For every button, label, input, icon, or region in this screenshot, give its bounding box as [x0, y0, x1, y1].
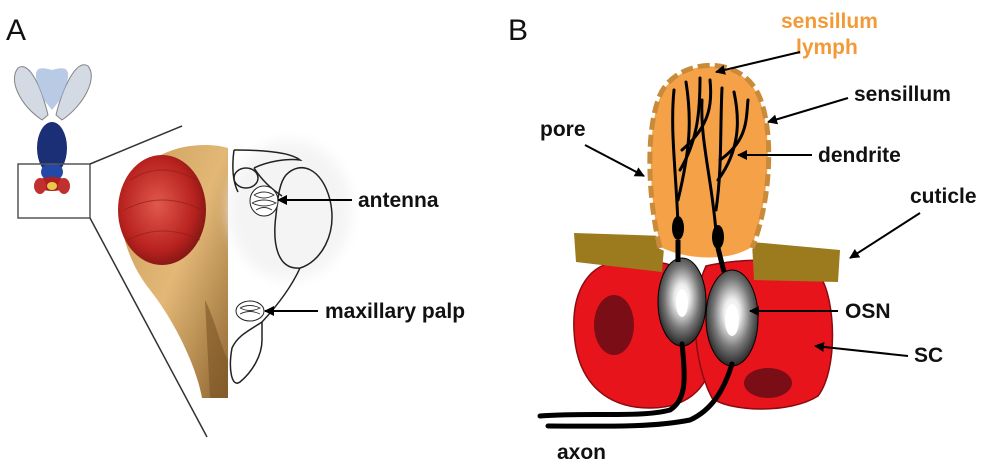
cuticle-right [752, 242, 840, 282]
cuticle-arrow [849, 212, 921, 259]
osn-nucleus-left [676, 289, 688, 317]
zoom-box [17, 163, 91, 219]
compound-eye [118, 155, 206, 265]
dendrite-swelling-right [712, 225, 724, 249]
fly-illustration [13, 64, 92, 194]
dendrites [671, 76, 750, 234]
antenna-label: antenna [358, 189, 439, 212]
osn-nucleus-right [725, 304, 739, 336]
cuticle-left [574, 233, 665, 272]
head-outline-drawing [228, 140, 352, 384]
panel-a: A [6, 14, 465, 438]
support-cell-nucleus-right [744, 368, 792, 398]
cuticle-label: cuticle [910, 185, 977, 208]
dendrite-label: dendrite [818, 144, 901, 167]
fly-head-photo [118, 144, 228, 398]
sensillum-wall [647, 62, 772, 249]
sensillum-lymph-arrow [715, 51, 801, 75]
maxillary-palp-structure [235, 300, 265, 322]
sc-arrow [814, 341, 909, 357]
sensillum-lymph-label-line2: lymph [796, 36, 858, 59]
panel-a-letter: A [6, 14, 26, 47]
axons [537, 341, 735, 429]
panel-b-letter: B [508, 14, 528, 47]
osn-label: OSN [845, 300, 891, 323]
axon-label: axon [557, 441, 606, 464]
osn-neck-right [715, 247, 727, 273]
antenna-structure [249, 185, 279, 217]
sensillum-arrow [767, 97, 849, 125]
sensillum-lymph-label-line1: sensillum [781, 10, 878, 33]
pore-arrow [584, 144, 645, 177]
sc-label: SC [914, 344, 943, 367]
pore-label: pore [540, 118, 586, 141]
zoom-line-bottom [89, 217, 208, 438]
sensillum-label: sensillum [854, 83, 951, 106]
panel-b: B [508, 10, 977, 464]
maxillary-palp-label: maxillary palp [325, 300, 465, 323]
support-cell-nucleus-left [594, 295, 634, 355]
dendrite-swelling-left [672, 216, 684, 240]
zoom-line-top [89, 125, 183, 165]
